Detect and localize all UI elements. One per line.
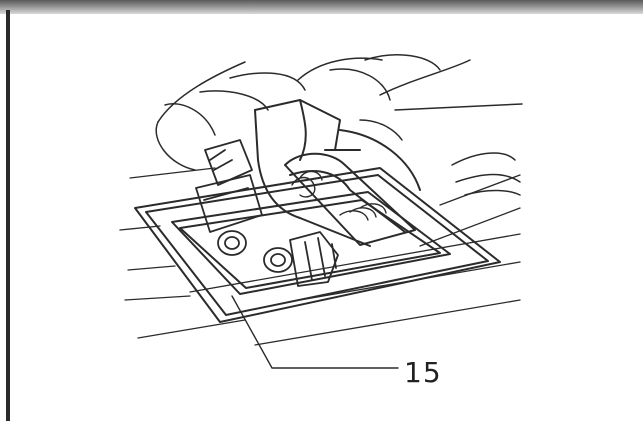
planer-body — [254, 99, 421, 247]
rear-hand — [297, 54, 523, 196]
vent-coils — [291, 170, 387, 221]
front-knob — [195, 139, 263, 233]
adjust-knobs — [217, 230, 339, 287]
top-border — [0, 0, 643, 14]
left-border — [6, 10, 10, 421]
callout-leader — [231, 295, 399, 369]
front-hand — [155, 61, 306, 171]
base-plate — [134, 167, 501, 323]
callout-label-15: 15 — [404, 356, 442, 389]
